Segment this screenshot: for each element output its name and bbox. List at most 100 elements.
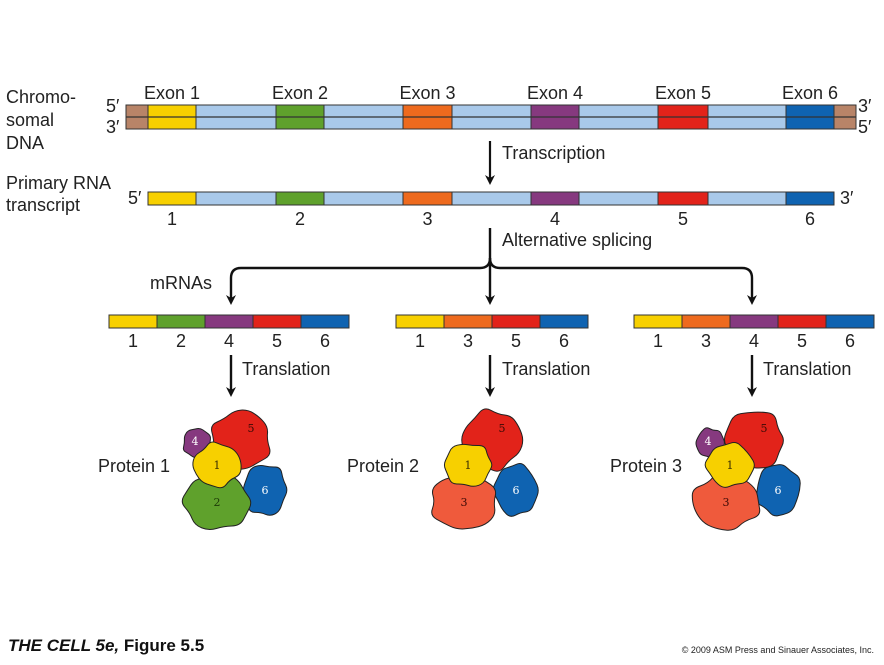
translation-label-3: Translation <box>763 359 851 379</box>
mrna-3-exon-5 <box>777 314 827 329</box>
rna-exon-number-3: 3 <box>422 209 432 229</box>
rna-5prime: 5′ <box>128 188 142 208</box>
protein-3-domain-1 <box>704 442 755 488</box>
rna-exon-3 <box>402 191 453 206</box>
mrna-1-exon-4 <box>204 314 254 329</box>
caption-title: THE CELL 5e, <box>8 636 120 655</box>
protein-1-domain-label: 4 <box>192 435 199 448</box>
dna-5prime-bottom: 5′ <box>858 117 872 137</box>
mrna-1-exon-number: 1 <box>128 331 138 351</box>
rna-label-line2: transcript <box>6 195 80 215</box>
rna-intron-region <box>147 191 835 206</box>
rna-exon-number-1: 1 <box>167 209 177 229</box>
protein-2-label: Protein 2 <box>347 456 419 476</box>
rna-exon-1 <box>147 191 197 206</box>
mrna-1: 1 2 4 5 6 <box>108 314 350 351</box>
protein-3-domain-label: 6 <box>775 484 782 497</box>
primary-rna-bar <box>147 191 835 206</box>
protein-2-domain-6 <box>492 463 539 517</box>
mrna-2-exon-number: 3 <box>463 331 473 351</box>
mrna-2-exon-5 <box>491 314 541 329</box>
protein-2-domain-label: 3 <box>461 496 468 509</box>
mrna-1-exon-number: 6 <box>320 331 330 351</box>
protein-3-label: Protein 3 <box>610 456 682 476</box>
mrna-2-exon-3 <box>443 314 493 329</box>
dna-3prime-bottom: 3′ <box>106 117 120 137</box>
mrnas-label: mRNAs <box>150 273 212 293</box>
exon-label-3: Exon 3 <box>399 83 455 103</box>
mrna-3-exon-number: 1 <box>653 331 663 351</box>
exon-label-2: Exon 2 <box>272 83 328 103</box>
rna-exon-4 <box>530 191 580 206</box>
rna-exon-6 <box>785 191 835 206</box>
protein-3-domain-label: 4 <box>705 435 712 448</box>
protein-3-domain-label: 1 <box>727 459 734 472</box>
dna-3prime-top: 3′ <box>858 96 872 116</box>
protein-1-domain-label: 6 <box>262 484 269 497</box>
splicing-branches <box>226 228 757 305</box>
protein-2: 5 1 6 3 <box>431 408 539 530</box>
rna-exon-number-4: 4 <box>550 209 560 229</box>
mrna-3: 1 3 4 5 6 <box>633 314 875 351</box>
protein-1: 4 5 1 6 2 <box>181 409 288 530</box>
exon-label-5: Exon 5 <box>655 83 711 103</box>
protein-1-domain-label: 1 <box>214 459 221 472</box>
mrna-1-exon-number: 2 <box>176 331 186 351</box>
protein-3-domain-3 <box>691 472 761 531</box>
copyright-notice: © 2009 ASM Press and Sinauer Associates,… <box>681 645 874 655</box>
protein-2-domain-3 <box>431 474 497 530</box>
exon-label-6: Exon 6 <box>782 83 838 103</box>
mrna-3-exon-4 <box>729 314 779 329</box>
protein-1-label: Protein 1 <box>98 456 170 476</box>
translation-label-1: Translation <box>242 359 330 379</box>
transcription-label: Transcription <box>502 143 605 163</box>
rna-exon-number-2: 2 <box>295 209 305 229</box>
protein-2-domain-label: 1 <box>465 459 472 472</box>
mrna-3-exon-number: 3 <box>701 331 711 351</box>
mrna-2-exon-number: 5 <box>511 331 521 351</box>
mrna-2-exon-number: 1 <box>415 331 425 351</box>
dna-label-line3: DNA <box>6 133 44 153</box>
rna-exon-number-6: 6 <box>805 209 815 229</box>
mrna-3-exon-number: 5 <box>797 331 807 351</box>
protein-2-domain-1 <box>443 443 493 487</box>
mrna-2-exon-number: 6 <box>559 331 569 351</box>
rna-label-line1: Primary RNA <box>6 173 111 193</box>
mrna-1-exon-1 <box>108 314 158 329</box>
translation-label-2: Translation <box>502 359 590 379</box>
mrna-1-exon-number: 5 <box>272 331 282 351</box>
protein-2-domain-label: 6 <box>513 484 520 497</box>
protein-3-domain-label: 5 <box>761 422 768 435</box>
mrna-3-exon-number: 4 <box>749 331 759 351</box>
rna-exon-number-5: 5 <box>678 209 688 229</box>
protein-1-domain-label: 2 <box>214 496 221 509</box>
mrna-1-exon-number: 4 <box>224 331 234 351</box>
mrna-1-exon-2 <box>156 314 206 329</box>
figure-caption: THE CELL 5e, Figure 5.5 <box>8 636 204 656</box>
exon-label-4: Exon 4 <box>527 83 583 103</box>
mrna-2-exon-1 <box>395 314 445 329</box>
mrna-3-exon-3 <box>681 314 731 329</box>
protein-1-domain-6 <box>242 465 288 516</box>
rna-exon-2 <box>275 191 325 206</box>
rna-3prime: 3′ <box>840 188 854 208</box>
protein-2-domain-label: 5 <box>499 422 506 435</box>
dna-label-line1: Chromo- <box>6 87 76 107</box>
alt-splicing-label: Alternative splicing <box>502 230 652 250</box>
dna-label-line2: somal <box>6 110 54 130</box>
mrna-1-exon-5 <box>252 314 302 329</box>
mrna-3-exon-6 <box>825 314 875 329</box>
chromosomal-dna-bar <box>125 104 857 130</box>
protein-3-domain-6 <box>755 464 801 517</box>
dna-5prime-top: 5′ <box>106 96 120 116</box>
caption-figure: Figure 5.5 <box>119 636 205 655</box>
protein-1-domain-1 <box>192 441 242 489</box>
protein-1-domain-2 <box>181 473 252 530</box>
protein-1-domain-label: 5 <box>248 422 255 435</box>
mrna-3-exon-number: 6 <box>845 331 855 351</box>
rna-exon-5 <box>657 191 709 206</box>
mrna-2: 1 3 5 6 <box>395 314 589 351</box>
exon-label-1: Exon 1 <box>144 83 200 103</box>
